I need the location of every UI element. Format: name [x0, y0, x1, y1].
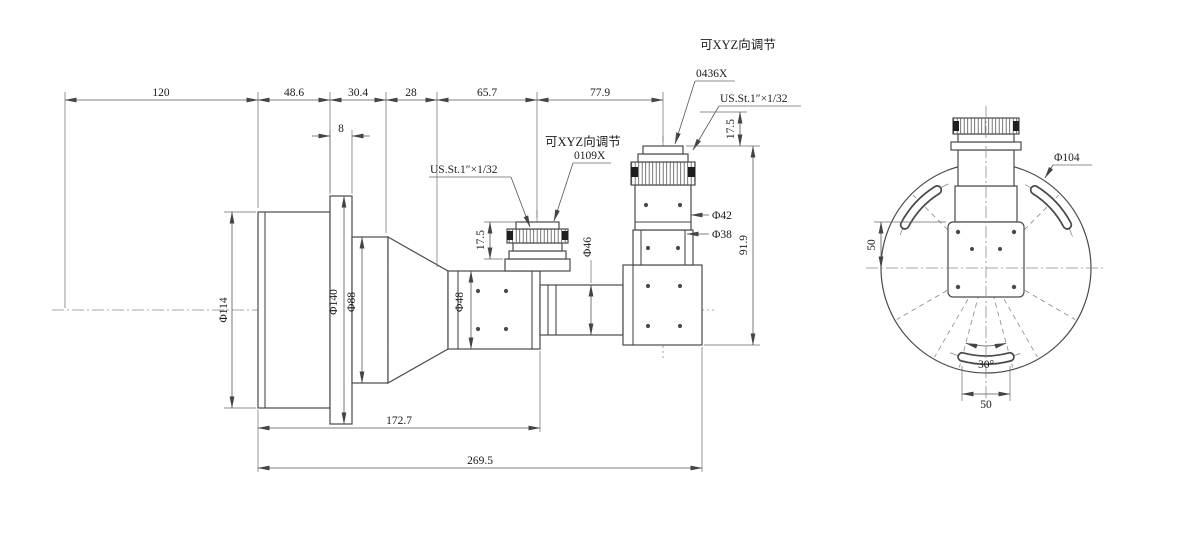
dim-91-9: 91.9 [738, 235, 750, 255]
mid-port-set-screw-right [562, 231, 568, 240]
dim-77-9: 77.9 [590, 87, 610, 99]
mid-port-set-screw-left [507, 231, 513, 240]
top-camera-port [630, 145, 696, 266]
mid-camera-port [504, 221, 571, 272]
right-block [622, 264, 703, 346]
dim-dia88: Φ88 [346, 292, 358, 312]
dim-17-5-top: 17.5 [725, 119, 737, 139]
top-port-lower-tube [632, 229, 694, 266]
cone-taper [387, 235, 449, 385]
relay-tube [539, 284, 624, 336]
mid-port-annotations: 17.5 可XYZ向调节 0109X US.St.1″×1/32 [429, 134, 621, 260]
dim-50-vertical: 50 [866, 239, 878, 251]
front-dimensions: Φ104 50 30° 50 [866, 152, 1092, 411]
top-port-set-screw-right [688, 167, 695, 177]
mid-port-base [504, 258, 571, 272]
dim-50-horizontal: 50 [980, 399, 992, 411]
dim-30deg: 30° [978, 359, 995, 371]
label-part-0109x: 0109X [574, 150, 606, 162]
dim-dia42: Φ42 [712, 210, 732, 222]
dimensions-bottom: 172.7 269.5 [257, 347, 703, 472]
dim-dia104: Φ104 [1054, 152, 1080, 164]
dim-dia48: Φ48 [454, 292, 466, 312]
mid-port-top-ring [515, 221, 560, 230]
note-adjust-top: 可XYZ向调节 [700, 37, 776, 52]
side-view: 120 48.6 30.4 28 65.7 77.9 8 Φ114 Φ140 Φ… [52, 37, 801, 472]
dim-269-5: 269.5 [467, 455, 493, 467]
top-port-main-tube [634, 184, 692, 231]
dim-65-7: 65.7 [477, 87, 497, 99]
dim-dia114: Φ114 [218, 297, 230, 322]
phi88-section [351, 236, 389, 384]
dim-8: 8 [338, 123, 344, 135]
radial-lines [896, 194, 1076, 368]
dimension-chain-top: 120 48.6 30.4 28 65.7 77.9 [64, 87, 664, 308]
top-port-set-screw-left [631, 167, 638, 177]
barrel-outline [257, 211, 331, 409]
front-barrel [257, 195, 449, 425]
diameter-dimensions: Φ114 Φ140 Φ88 Φ48 Φ46 [218, 195, 594, 425]
tube-outline [539, 284, 624, 336]
dim-120: 120 [152, 87, 170, 99]
note-adjust-mid: 可XYZ向调节 [545, 134, 621, 149]
front-view: Φ104 50 30° 50 [866, 106, 1106, 411]
top-port-annotations: 可XYZ向调节 0436X US.St.1″×1/32 17.5 91.9 Φ4… [674, 37, 801, 346]
dim-172-7: 172.7 [386, 415, 412, 427]
right-block-outline [622, 264, 703, 346]
front-crosshairs [866, 106, 1106, 402]
dim-17-5-mid: 17.5 [475, 230, 487, 250]
label-thread-top: US.St.1″×1/32 [720, 93, 788, 105]
body-outline [447, 270, 541, 350]
dimension-8: 8 [312, 123, 370, 194]
dim-dia140: Φ140 [328, 289, 340, 315]
label-part-0436x: 0436X [696, 68, 728, 80]
dim-dia46: Φ46 [582, 237, 594, 257]
dim-30-4: 30.4 [348, 87, 368, 99]
top-port-top-ring [642, 145, 684, 155]
dim-28: 28 [405, 87, 417, 99]
dim-48-6: 48.6 [284, 87, 304, 99]
label-thread-mid: US.St.1″×1/32 [430, 164, 498, 176]
dim-dia38: Φ38 [712, 229, 732, 241]
main-body [447, 270, 541, 350]
